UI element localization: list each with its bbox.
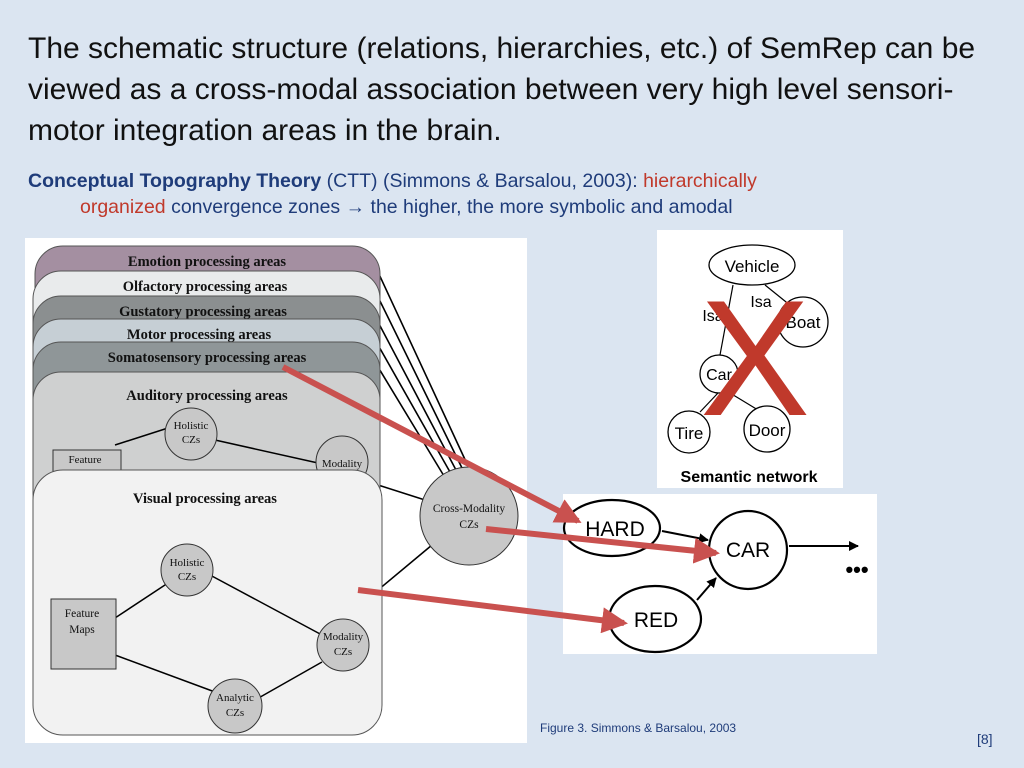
visual-feature-maps-label-1: Feature	[65, 608, 99, 620]
ctt-description: convergence zones → the higher, the more…	[165, 196, 733, 218]
area-visual-label: Visual processing areas	[133, 491, 277, 507]
semantic-network-label: Semantic network	[681, 469, 818, 486]
area-motor-label: Motor processing areas	[127, 327, 272, 343]
sn-node-tire: Tire	[675, 424, 704, 443]
brain-areas-figure: Emotion processing areas Olfactory proce…	[25, 238, 527, 743]
rejection-x-mark: X	[700, 266, 810, 450]
visual-analytic-label-1: Analytic	[216, 692, 254, 704]
sn-node-boat: Boat	[786, 313, 821, 332]
visual-modality-label-2: CZs	[334, 646, 352, 658]
semrep-node-car: CAR	[726, 539, 770, 562]
sn-node-vehicle: Vehicle	[725, 257, 780, 276]
slide-subtitle: Conceptual Topography Theory (CTT) (Simm…	[28, 168, 988, 220]
visual-holistic-label-2: CZs	[178, 571, 196, 583]
auditory-holistic-label-2: CZs	[182, 434, 200, 446]
arrow-crossmodality-to-car	[485, 526, 720, 564]
mapping-arrows	[281, 364, 720, 634]
area-auditory-label: Auditory processing areas	[126, 388, 288, 404]
arrow-somatosensory-to-hard	[281, 364, 582, 524]
slide-title: The schematic structure (relations, hier…	[28, 32, 976, 147]
cross-modality-label-1: Cross-Modality	[433, 503, 505, 515]
area-olfactory-label: Olfactory processing areas	[123, 279, 288, 295]
ctt-citation: (CTT) (Simmons & Barsalou, 2003):	[321, 170, 644, 192]
reference-link[interactable]: [8]	[977, 731, 993, 747]
cross-modality-node: Cross-Modality CZs	[419, 466, 519, 566]
auditory-feature-label: Feature	[69, 454, 102, 466]
cross-modality-label-2: CZs	[459, 519, 479, 531]
arrow-visual-to-red	[357, 587, 628, 634]
semrep-ellipsis: •••	[845, 557, 868, 582]
area-gustatory-label: Gustatory processing areas	[119, 304, 287, 320]
sn-label-isa-left: Isa	[702, 308, 723, 325]
ctt-term: Conceptual Topography Theory	[28, 170, 322, 192]
sn-node-door: Door	[749, 421, 786, 440]
auditory-holistic-label-1: Holistic	[174, 420, 209, 432]
sn-label-isa-right: Isa	[750, 294, 771, 311]
semrep-node-red: RED	[634, 609, 678, 632]
visual-holistic-label-1: Holistic	[170, 557, 205, 569]
highlight-organized: organized	[80, 196, 166, 218]
area-emotion-label: Emotion processing areas	[128, 254, 287, 270]
area-visual: Visual processing areas Feature Maps Hol…	[32, 469, 383, 736]
figure-caption: Figure 3. Simmons & Barsalou, 2003	[540, 721, 737, 735]
visual-modality-label-1: Modality	[323, 631, 364, 643]
visual-feature-maps-label-2: Maps	[69, 624, 95, 636]
area-somatosensory-label: Somatosensory processing areas	[108, 350, 307, 366]
sn-node-car: Car	[706, 367, 732, 384]
visual-analytic-label-2: CZs	[226, 707, 244, 719]
highlight-hierarchically: hierarchically	[643, 170, 757, 192]
semrep-node-hard: HARD	[585, 518, 645, 541]
semantic-network-figure: Vehicle Isa Isa Boat Car Tire Door Seman…	[657, 230, 843, 488]
auditory-modality-label: Modality	[322, 458, 363, 470]
semrep-figure: HARD CAR RED •••	[562, 494, 877, 654]
